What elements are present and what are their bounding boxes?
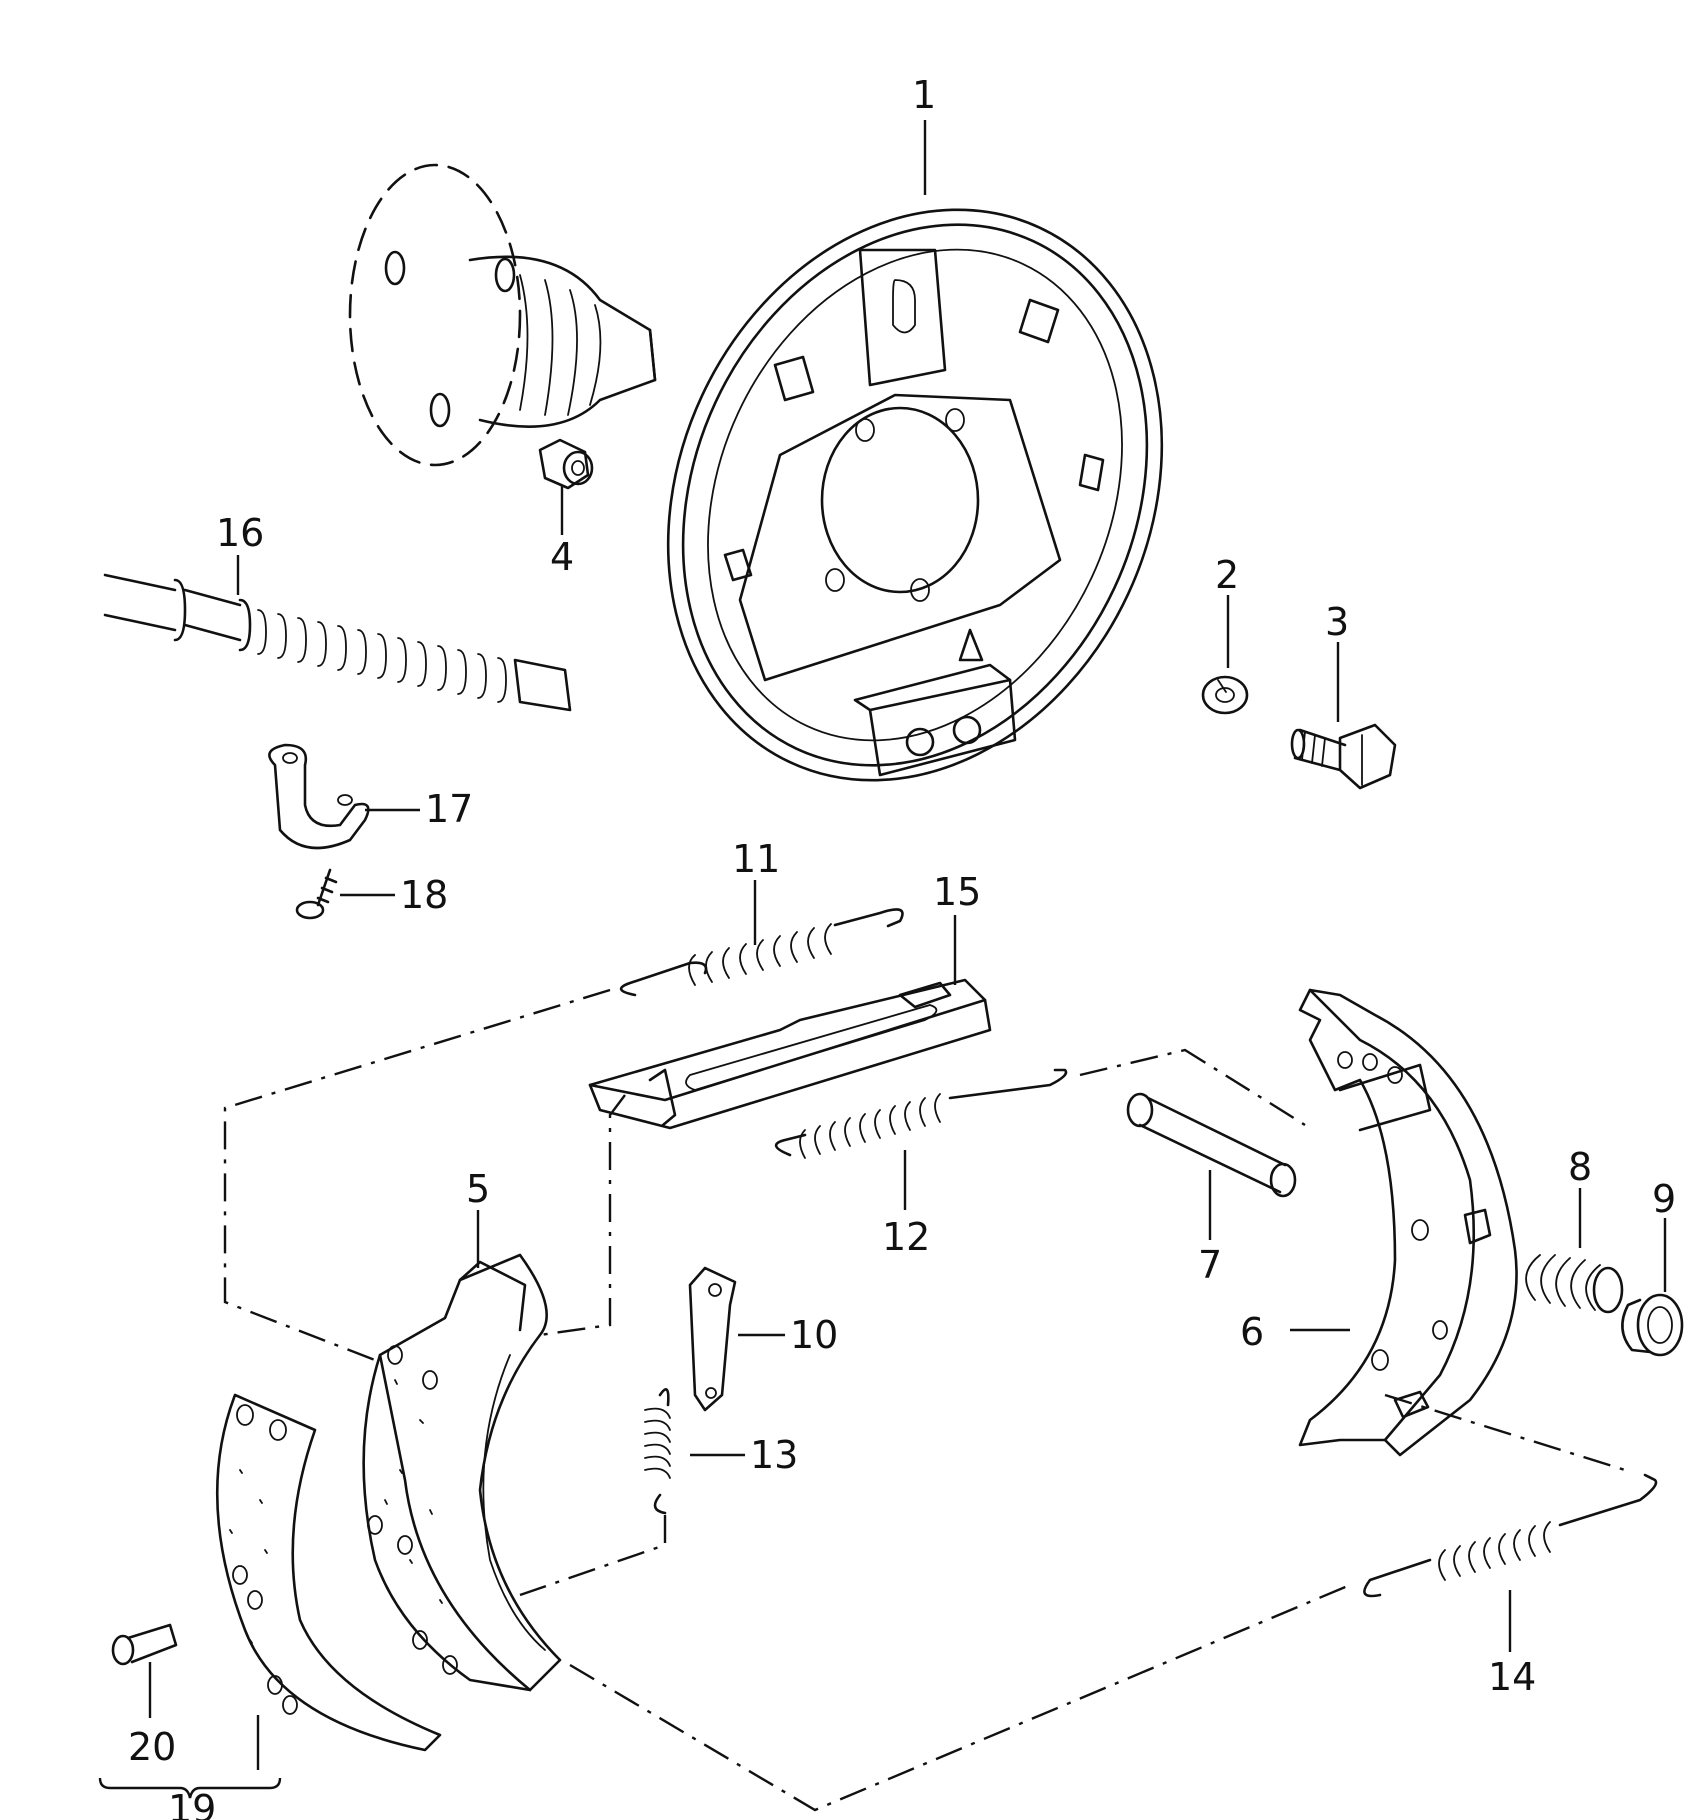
part-7-pin	[1126, 1092, 1297, 1198]
part-12-strut-spring	[774, 1068, 1068, 1159]
label-15: 15	[933, 870, 981, 914]
part-8-spring	[1525, 1254, 1624, 1314]
label-16: 16	[216, 511, 264, 555]
label-14: 14	[1488, 1655, 1536, 1699]
part-18-screw	[295, 868, 338, 920]
part-14-lower-spring	[1363, 1473, 1658, 1598]
label-13: 13	[750, 1433, 798, 1477]
label-20: 20	[128, 1725, 176, 1769]
part-9-cap	[1621, 1293, 1684, 1357]
part-3-bolt	[1290, 723, 1397, 790]
part-6-brake-shoe	[1298, 988, 1518, 1457]
part-15-strut	[588, 978, 992, 1130]
label-5: 5	[466, 1167, 490, 1211]
part-20-rivet	[111, 1623, 178, 1666]
label-2: 2	[1215, 553, 1239, 597]
label-18: 18	[400, 873, 448, 917]
label-7: 7	[1198, 1243, 1222, 1287]
part-17-clip	[268, 743, 370, 850]
label-3: 3	[1325, 600, 1349, 644]
part-10-lever	[688, 1266, 737, 1412]
part-19-lining	[215, 1393, 442, 1752]
part-13-small-spring	[644, 1388, 671, 1515]
part-1-backing-plate	[666, 208, 1164, 782]
part-2-washer	[1201, 675, 1249, 715]
part-16-brake-cable	[103, 573, 572, 712]
label-9: 9	[1652, 1177, 1676, 1221]
part-5-brake-shoe	[362, 1253, 562, 1692]
label-11: 11	[732, 837, 780, 881]
part-11-upper-spring	[619, 908, 904, 997]
wheel-hub-stub	[348, 163, 657, 467]
label-17: 17	[425, 787, 473, 831]
label-4: 4	[550, 535, 574, 579]
label-19: 19	[168, 1787, 216, 1820]
label-6: 6	[1240, 1310, 1264, 1354]
leader-lines	[98, 120, 1667, 1799]
label-8: 8	[1568, 1145, 1592, 1189]
part-labels: 1 2 3 4 5 6 7 8 9 10 11 12 13 14 15 16 1…	[128, 73, 1676, 1820]
label-12: 12	[882, 1215, 930, 1259]
label-1: 1	[912, 73, 936, 117]
part-4-nut	[538, 438, 594, 490]
label-10: 10	[790, 1313, 838, 1357]
